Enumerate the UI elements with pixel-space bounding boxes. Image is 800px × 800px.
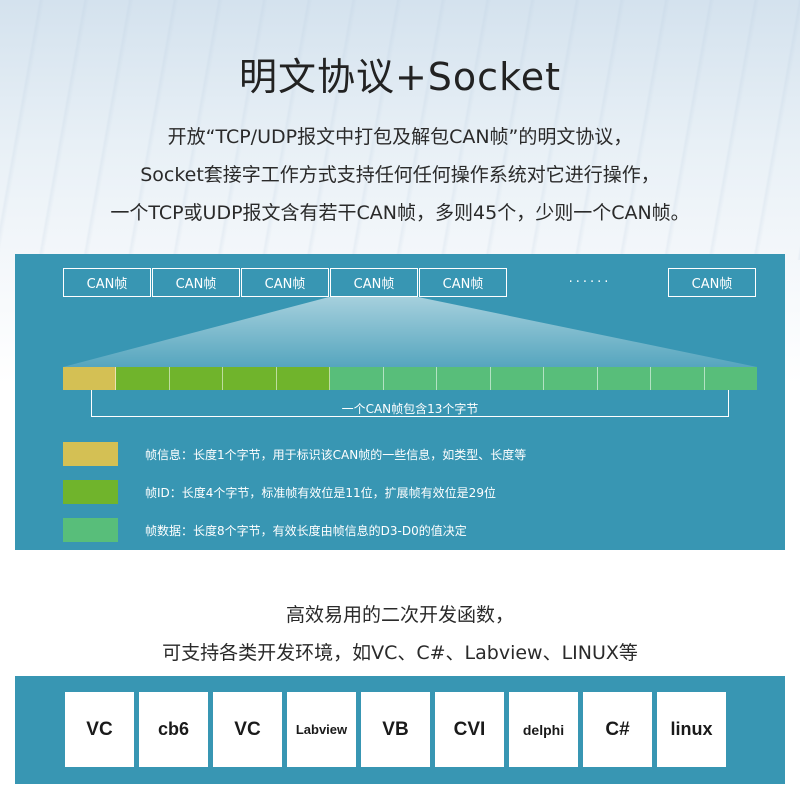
dev-env-line-1: 高效易用的二次开发函数，: [285, 604, 514, 626]
legend-text-id: 帧ID：长度4个字节，标准帧有效位是11位，扩展帧有效位是29位: [145, 485, 496, 500]
legend-frame-data: 帧数据：长度8个字节，有效长度由帧信息的D3-D0的值决定: [63, 518, 467, 542]
intro-line-1: 开放“TCP/UDP报文中打包及解包CAN帧”的明文协议，: [167, 126, 633, 148]
env-box-cb6: cb6: [139, 692, 208, 767]
can-frame-box-2: CAN帧: [152, 268, 240, 297]
byte-data: [330, 367, 384, 390]
legend-frame-id: 帧ID：长度4个字节，标准帧有效位是11位，扩展帧有效位是29位: [63, 480, 496, 504]
intro-text: 开放“TCP/UDP报文中打包及解包CAN帧”的明文协议， Socket套接字工…: [0, 118, 800, 232]
byte-id: [169, 367, 224, 390]
env-box-vc: VC: [65, 692, 134, 767]
byte-data: [383, 367, 438, 390]
env-box-cvi: CVI: [435, 692, 504, 767]
zoom-trapezoid: [63, 297, 757, 367]
can-frame-diagram: CAN帧 CAN帧 CAN帧 CAN帧 CAN帧 ······ CAN帧 一个C…: [15, 254, 785, 550]
byte-info: [63, 367, 117, 390]
env-box-csharp: C#: [583, 692, 652, 767]
byte-bar: [63, 367, 758, 390]
legend-swatch-info: [63, 442, 118, 466]
byte-data: [597, 367, 652, 390]
env-box-linux: linux: [657, 692, 726, 767]
can-frame-box-3: CAN帧: [241, 268, 329, 297]
byte-data: [490, 367, 545, 390]
legend-swatch-data: [63, 518, 118, 542]
dev-env-text: 高效易用的二次开发函数， 可支持各类开发环境，如VC、C#、Labview、LI…: [0, 596, 800, 672]
legend-frame-info: 帧信息：长度1个字节，用于标识该CAN帧的一些信息，如类型、长度等: [63, 442, 526, 466]
byte-data: [437, 367, 491, 390]
byte-id: [223, 367, 277, 390]
legend-swatch-id: [63, 480, 118, 504]
legend-text-data: 帧数据：长度8个字节，有效长度由帧信息的D3-D0的值决定: [145, 523, 467, 538]
env-box-vb: VB: [361, 692, 430, 767]
intro-line-2: Socket套接字工作方式支持任何任何操作系统对它进行操作，: [140, 164, 660, 186]
byte-data: [544, 367, 598, 390]
can-frame-box-4: CAN帧: [330, 268, 418, 297]
dev-env-line-2: 可支持各类开发环境，如VC、C#、Labview、LINUX等: [162, 642, 638, 664]
can-frame-box-5: CAN帧: [419, 268, 507, 297]
env-box-labview: Labview: [287, 692, 356, 767]
byte-id: [276, 367, 331, 390]
byte-data: [651, 367, 705, 390]
can-frame-box-6: CAN帧: [668, 268, 756, 297]
legend-text-info: 帧信息：长度1个字节，用于标识该CAN帧的一些信息，如类型、长度等: [145, 447, 527, 462]
env-box-vc-2: VC: [213, 692, 282, 767]
byte-count-label: 一个CAN帧包含13个字节: [91, 400, 729, 417]
byte-id: [116, 367, 170, 390]
page-title: 明文协议+Socket: [238, 55, 562, 99]
byte-bracket: [91, 390, 729, 417]
dev-env-panel: VC cb6 VC Labview VB CVI delphi C# linux: [15, 676, 785, 784]
env-box-delphi: delphi: [509, 692, 578, 767]
intro-line-3: 一个TCP或UDP报文含有若干CAN帧，多则45个，少则一个CAN帧。: [110, 202, 690, 224]
can-frame-box-1: CAN帧: [63, 268, 151, 297]
byte-data: [704, 367, 758, 390]
frames-ellipsis: ······: [568, 275, 612, 290]
